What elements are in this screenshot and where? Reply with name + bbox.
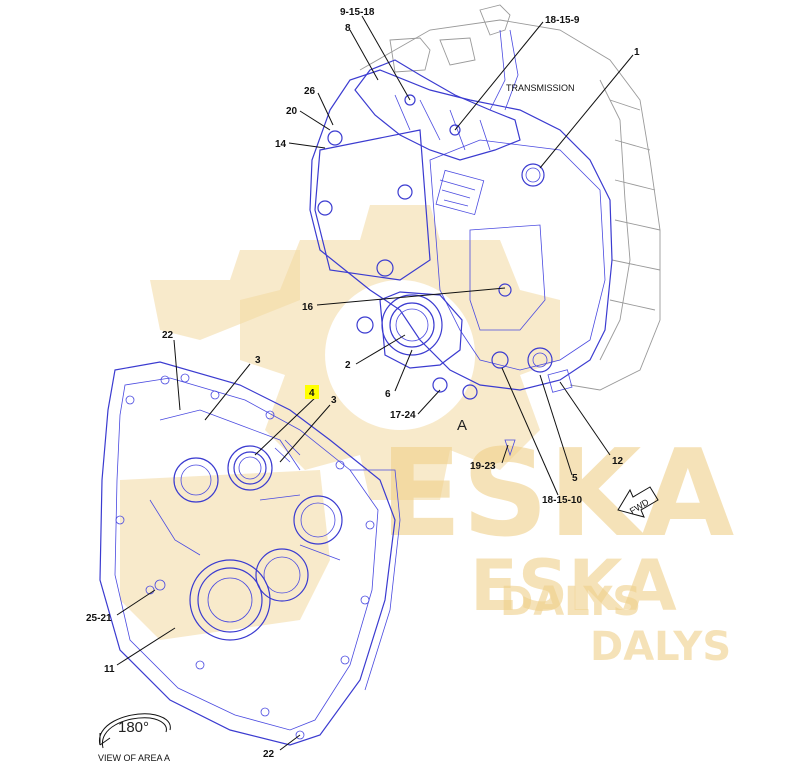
rotation-label: 180° [118,719,149,736]
callout-17-24: 17-24 [390,410,416,421]
callout-9-15-18: 9-15-18 [340,7,375,18]
watermark: ESKA ESKA DALYS DALYS [120,205,734,670]
callout-2: 2 [345,360,351,371]
rotation-arrow-icon [99,713,171,749]
watermark-text-small-1: DALYS [500,579,641,625]
area-label: A [457,417,467,434]
callout-18-15-10: 18-15-10 [542,495,582,506]
callout-16: 16 [302,302,314,313]
watermark-text-big: ESKA [380,425,734,564]
callout-26: 26 [304,86,316,97]
leader-lines [116,15,634,751]
callout-20: 20 [286,106,298,117]
callout-1: 1 [634,47,640,58]
callout-6: 6 [385,389,391,400]
callout-22-bottom: 22 [263,749,275,760]
fwd-arrow-icon [617,486,659,518]
transmission-caption: TRANSMISSION [506,83,575,93]
callout-5: 5 [572,473,578,484]
view-area-a-cover [99,361,401,746]
watermark-text-small-2: DALYS [590,624,731,670]
callout-8: 8 [345,23,351,34]
transmission-housing [359,4,661,391]
callout-12: 12 [612,456,624,467]
callout-22-top: 22 [162,330,174,341]
callout-3-top: 3 [255,355,261,366]
callout-14: 14 [275,139,287,150]
watermark-gear-icon [120,205,560,640]
callout-25-21: 25-21 [86,613,112,624]
highlight-4 [305,385,319,399]
callout-11: 11 [104,664,115,675]
callout-18-15-9: 18-15-9 [545,15,580,26]
callout-4: 4 [309,388,315,399]
transmission-cover [309,29,613,457]
callout-3-right: 3 [331,395,337,406]
callouts: 9-15-18 8 18-15-9 1 26 20 14 16 2 6 17-2… [86,7,640,760]
watermark-text-mid: ESKA [470,545,677,627]
view-caption: VIEW OF AREA A [98,753,170,763]
callout-19-23: 19-23 [470,461,496,472]
